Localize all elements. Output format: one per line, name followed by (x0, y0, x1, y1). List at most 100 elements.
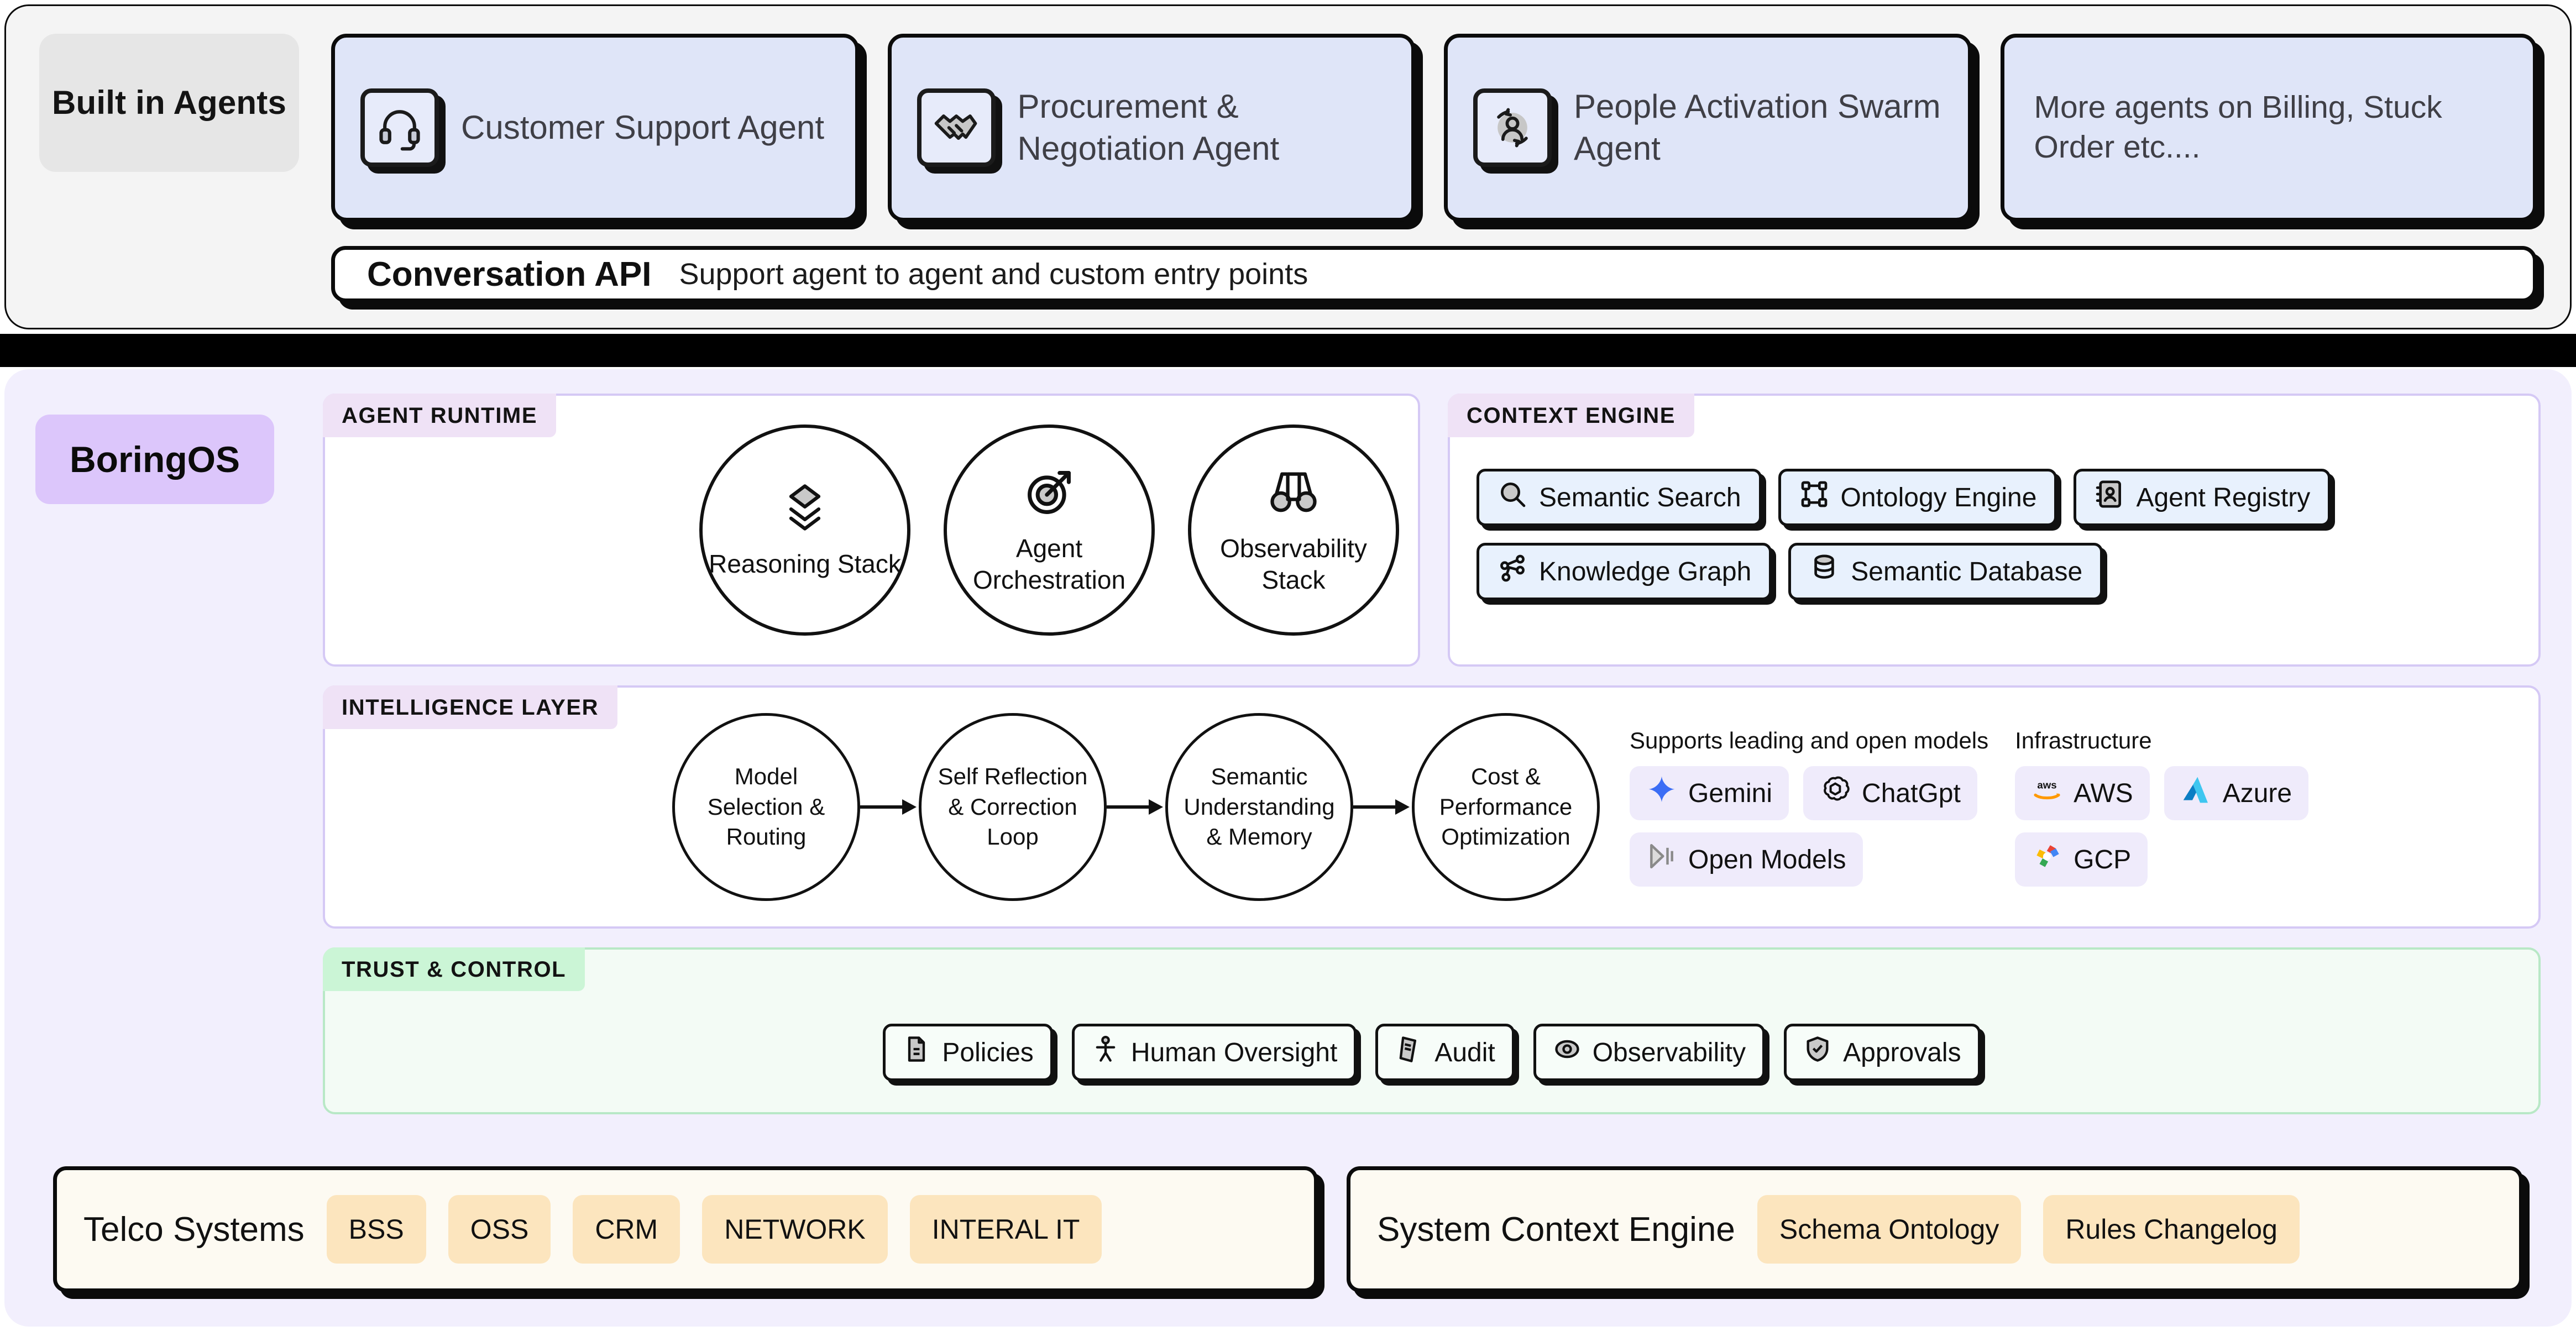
runtime-circle-label: Agent Orchestration (972, 534, 1126, 594)
intelligence-flow: Model Selection & Routing Self Reflectio… (672, 713, 1600, 901)
telco-tag-oss[interactable]: OSS (448, 1195, 551, 1264)
agent-card-label: More agents on Billing, Stuck Order etc.… (2034, 90, 2442, 165)
agent-runtime-tab: AGENT RUNTIME (323, 394, 557, 437)
search-icon (1497, 479, 1528, 516)
model-chip-label: Open Models (1688, 845, 1846, 874)
agent-card-people-activation-swarm[interactable]: People Activation Swarm Agent (1444, 34, 1972, 222)
agent-card-procurement-negotiation[interactable]: Procurement & Negotiation Agent (887, 34, 1415, 222)
flow-circle-cost-performance[interactable]: Cost & Performance Optimization (1412, 713, 1600, 901)
flow-circle-semantic-understanding[interactable]: Semantic Understanding & Memory (1165, 713, 1353, 901)
boringos-label-column: BoringOS (35, 394, 301, 1304)
binoculars-icon (1266, 465, 1321, 523)
agent-runtime-circles: Reasoning Stack Age (325, 396, 1418, 664)
trust-control-chips: Policies Human Oversight Audit (325, 950, 2538, 1112)
models-column: Supports leading and open models Gemini (1630, 727, 1988, 887)
agent-card-label: Procurement & Negotiation Agent (1017, 88, 1280, 167)
graph-node-icon (1497, 553, 1528, 590)
infra-chip-aws[interactable]: aws AWS (2015, 766, 2150, 820)
infra-chip-gcp[interactable]: GCP (2015, 832, 2148, 887)
shield-check-icon (1803, 1035, 1832, 1070)
models-row-2: Open Models (1630, 832, 1988, 887)
telco-tag-network[interactable]: NETWORK (702, 1195, 888, 1264)
trust-control-tab: TRUST & CONTROL (323, 947, 585, 991)
chip-audit[interactable]: Audit (1375, 1024, 1515, 1081)
flow-circle-model-selection[interactable]: Model Selection & Routing (672, 713, 860, 901)
built-in-agents-panel: Built in Agents Customer Support Agent (4, 4, 2572, 329)
layers-icon (777, 480, 833, 538)
runtime-circle-reasoning-stack[interactable]: Reasoning Stack (699, 425, 910, 636)
telco-tag-crm[interactable]: CRM (573, 1195, 680, 1264)
infrastructure-column: Infrastructure aws AWS (2015, 727, 2309, 887)
gemini-icon (1646, 774, 1677, 812)
target-icon (1022, 465, 1077, 523)
flow-arrow-3 (1353, 798, 1412, 816)
intelligence-layer-card: INTELLIGENCE LAYER Model Selection & Rou… (323, 685, 2541, 929)
runtime-circle-observability-stack[interactable]: Observability Stack (1188, 425, 1399, 636)
runtime-circle-label: Observability Stack (1220, 534, 1367, 594)
runtime-context-row: AGENT RUNTIME Reasoning Stack (323, 394, 2541, 667)
telco-systems-card: Telco Systems BSS OSS CRM NETWORK INTERA… (53, 1166, 1318, 1292)
model-chip-chatgpt[interactable]: ChatGpt (1803, 766, 1977, 820)
models-row-1: Gemini ChatGpt (1630, 766, 1988, 820)
person-icon (1091, 1035, 1120, 1070)
chip-label: Audit (1434, 1037, 1495, 1067)
agent-card-row: Customer Support Agent Procurement & Neg… (331, 34, 2537, 222)
chip-semantic-search[interactable]: Semantic Search (1477, 469, 1762, 526)
system-context-tag-schema-ontology[interactable]: Schema Ontology (1757, 1195, 2022, 1264)
model-chip-open-models[interactable]: Open Models (1630, 832, 1863, 887)
context-chip-row-2: Knowledge Graph Semantic Database (1477, 543, 2103, 600)
chip-label: Ontology Engine (1840, 483, 2037, 512)
conversation-api-title: Conversation API (367, 255, 652, 294)
intelligence-layer-tab: INTELLIGENCE LAYER (323, 685, 618, 729)
contact-book-icon (2094, 479, 2125, 516)
infrastructure-heading: Infrastructure (2015, 727, 2152, 753)
open-models-icon (1646, 841, 1677, 878)
flow-arrow-2 (1107, 798, 1165, 816)
database-icon (1809, 553, 1840, 590)
conversation-api-bar[interactable]: Conversation API Support agent to agent … (331, 246, 2537, 302)
chip-ontology-engine[interactable]: Ontology Engine (1778, 469, 2057, 526)
infra-chip-azure[interactable]: Azure (2164, 766, 2309, 820)
chip-approvals[interactable]: Approvals (1784, 1024, 1981, 1081)
gcp-icon (2032, 841, 2062, 878)
chip-agent-registry[interactable]: Agent Registry (2074, 469, 2331, 526)
openai-icon (1820, 774, 1851, 812)
chip-label: Knowledge Graph (1539, 557, 1752, 586)
intelligence-layer-body: Model Selection & Routing Self Reflectio… (325, 688, 2538, 926)
boringos-badge: BoringOS (35, 415, 274, 504)
agents-content: Customer Support Agent Procurement & Neg… (331, 34, 2537, 302)
chip-semantic-database[interactable]: Semantic Database (1788, 543, 2103, 600)
infra-row-1: aws AWS Azure (2015, 766, 2309, 820)
chip-label: Agent Registry (2136, 483, 2311, 512)
model-providers: Supports leading and open models Gemini (1600, 727, 2538, 887)
audit-doc-icon (1395, 1035, 1423, 1070)
model-chip-label: ChatGpt (1862, 778, 1961, 808)
agent-card-more-agents[interactable]: More agents on Billing, Stuck Order etc.… (2000, 34, 2537, 222)
model-chip-gemini[interactable]: Gemini (1630, 766, 1789, 820)
flow-circle-self-reflection[interactable]: Self Reflection & Correction Loop (919, 713, 1107, 901)
infra-row-2: GCP (2015, 832, 2308, 887)
chip-policies[interactable]: Policies (883, 1024, 1053, 1081)
azure-icon (2181, 774, 2212, 812)
boringos-panel: BoringOS AGENT RUNTIME (4, 369, 2572, 1327)
headset-icon (360, 88, 439, 167)
telco-systems-title: Telco Systems (83, 1210, 305, 1249)
chip-observability[interactable]: Observability (1533, 1024, 1766, 1081)
telco-tag-bss[interactable]: BSS (326, 1195, 426, 1264)
agent-card-label: Customer Support Agent (461, 109, 825, 146)
chip-knowledge-graph[interactable]: Knowledge Graph (1477, 543, 1772, 600)
agent-runtime-card: AGENT RUNTIME Reasoning Stack (323, 394, 1420, 667)
chip-human-oversight[interactable]: Human Oversight (1071, 1024, 1357, 1081)
chip-label: Semantic Search (1539, 483, 1741, 512)
runtime-circle-agent-orchestration[interactable]: Agent Orchestration (944, 425, 1155, 636)
runtime-circle-label: Reasoning Stack (709, 549, 901, 579)
people-swarm-icon (1473, 88, 1552, 167)
telco-tag-internal-it[interactable]: INTERAL IT (909, 1195, 1102, 1264)
policy-doc-icon (902, 1035, 931, 1070)
context-chip-row-1: Semantic Search Ontology Engine (1477, 469, 2331, 526)
chip-label: Approvals (1843, 1037, 1961, 1067)
context-engine-tab: CONTEXT ENGINE (1448, 394, 1694, 437)
system-context-tag-rules-changelog[interactable]: Rules Changelog (2043, 1195, 2300, 1264)
agent-card-customer-support[interactable]: Customer Support Agent (331, 34, 859, 222)
